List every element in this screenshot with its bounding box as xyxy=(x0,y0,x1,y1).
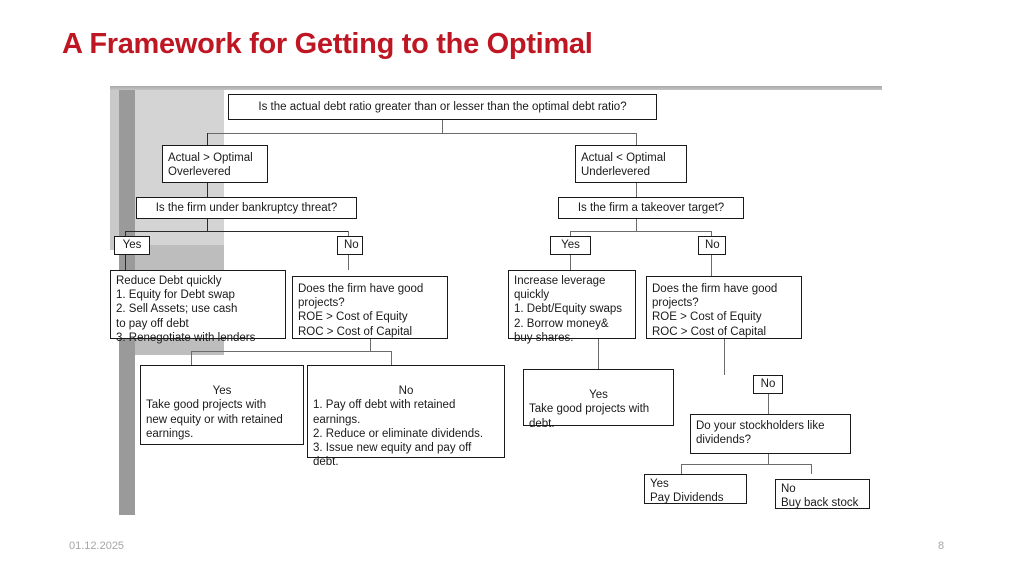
connector-right-no-to-question xyxy=(711,255,712,276)
connector-left-gp-yes xyxy=(191,351,192,365)
node-right-no-label[interactable]: No xyxy=(698,236,726,255)
node-right-sub-yes-body: Take good projects with debt. xyxy=(529,403,650,430)
connector-left-gp-down xyxy=(370,339,371,351)
scan-top-rule-artifact xyxy=(110,86,882,90)
node-right-increase-leverage-actions[interactable]: Increase leverage quickly 1. Debt/Equity… xyxy=(508,270,636,344)
page-title: A Framework for Getting to the Optimal xyxy=(62,28,593,60)
connector-right-no-to-dividends xyxy=(768,394,769,414)
node-dividend-question[interactable]: Do your stockholders like dividends? xyxy=(690,414,851,454)
node-right-sub-yes-header: Yes xyxy=(589,389,608,402)
connector-dividend-yes xyxy=(681,464,682,474)
connector-left-state-down xyxy=(207,183,208,197)
connector-left-gp-no xyxy=(391,351,392,365)
node-left-no-label[interactable]: No xyxy=(337,236,363,255)
connector-left-q-down xyxy=(207,219,208,231)
connector-root-split xyxy=(207,133,637,134)
connector-right-q-split xyxy=(570,231,712,232)
node-left-sub-yes-body: Take good projects with new equity or wi… xyxy=(146,399,283,440)
connector-left-no-to-question xyxy=(348,255,349,270)
connector-dividend-down xyxy=(768,454,769,464)
connector-root-right xyxy=(636,133,637,145)
node-dividend-yes[interactable]: Yes Pay Dividends xyxy=(644,474,747,504)
connector-left-yes-to-action xyxy=(125,255,126,270)
connector-dividend-no xyxy=(811,464,812,474)
node-right-question-takeover[interactable]: Is the firm a takeover target? xyxy=(558,197,744,219)
node-left-sub-no-header: No xyxy=(398,385,414,398)
node-right-yes-label[interactable]: Yes xyxy=(550,236,591,255)
footer-date: 01.12.2025 xyxy=(69,540,125,552)
connector-dividend-split xyxy=(681,464,811,465)
connector-right-yes-to-action xyxy=(570,255,571,270)
node-left-sub-no-body: 1. Pay off debt with retained earnings. … xyxy=(313,399,484,469)
node-left-yes-label[interactable]: Yes xyxy=(114,236,150,255)
connector-right-state-down xyxy=(636,183,637,197)
scan-band-artifact-left xyxy=(110,90,119,250)
node-left-question-bankruptcy[interactable]: Is the firm under bankruptcy threat? xyxy=(136,197,357,219)
footer-page-number: 8 xyxy=(938,540,945,552)
connector-right-q-down xyxy=(636,219,637,231)
node-left-good-projects-question[interactable]: Does the firm have good projects? ROE > … xyxy=(292,276,448,339)
connector-right-gp-down xyxy=(724,339,725,375)
node-left-sub-yes-header: Yes xyxy=(212,385,232,398)
node-right-good-projects-question[interactable]: Does the firm have good projects? ROE > … xyxy=(646,276,802,339)
node-left-reduce-debt-actions[interactable]: Reduce Debt quickly 1. Equity for Debt s… xyxy=(110,270,286,344)
connector-right-yes-stem xyxy=(598,339,599,369)
connector-left-q-split xyxy=(125,231,348,232)
node-right-state-underlevered[interactable]: Actual < Optimal Underlevered xyxy=(575,145,687,183)
connector-left-gp-split xyxy=(191,351,391,352)
node-root-question[interactable]: Is the actual debt ratio greater than or… xyxy=(228,94,657,120)
connector-root-down xyxy=(442,119,443,133)
node-left-state-overlevered[interactable]: Actual > Optimal Overlevered xyxy=(162,145,268,183)
node-dividend-no[interactable]: No Buy back stock xyxy=(775,479,870,509)
node-right-sub-no-label[interactable]: No xyxy=(753,375,783,394)
